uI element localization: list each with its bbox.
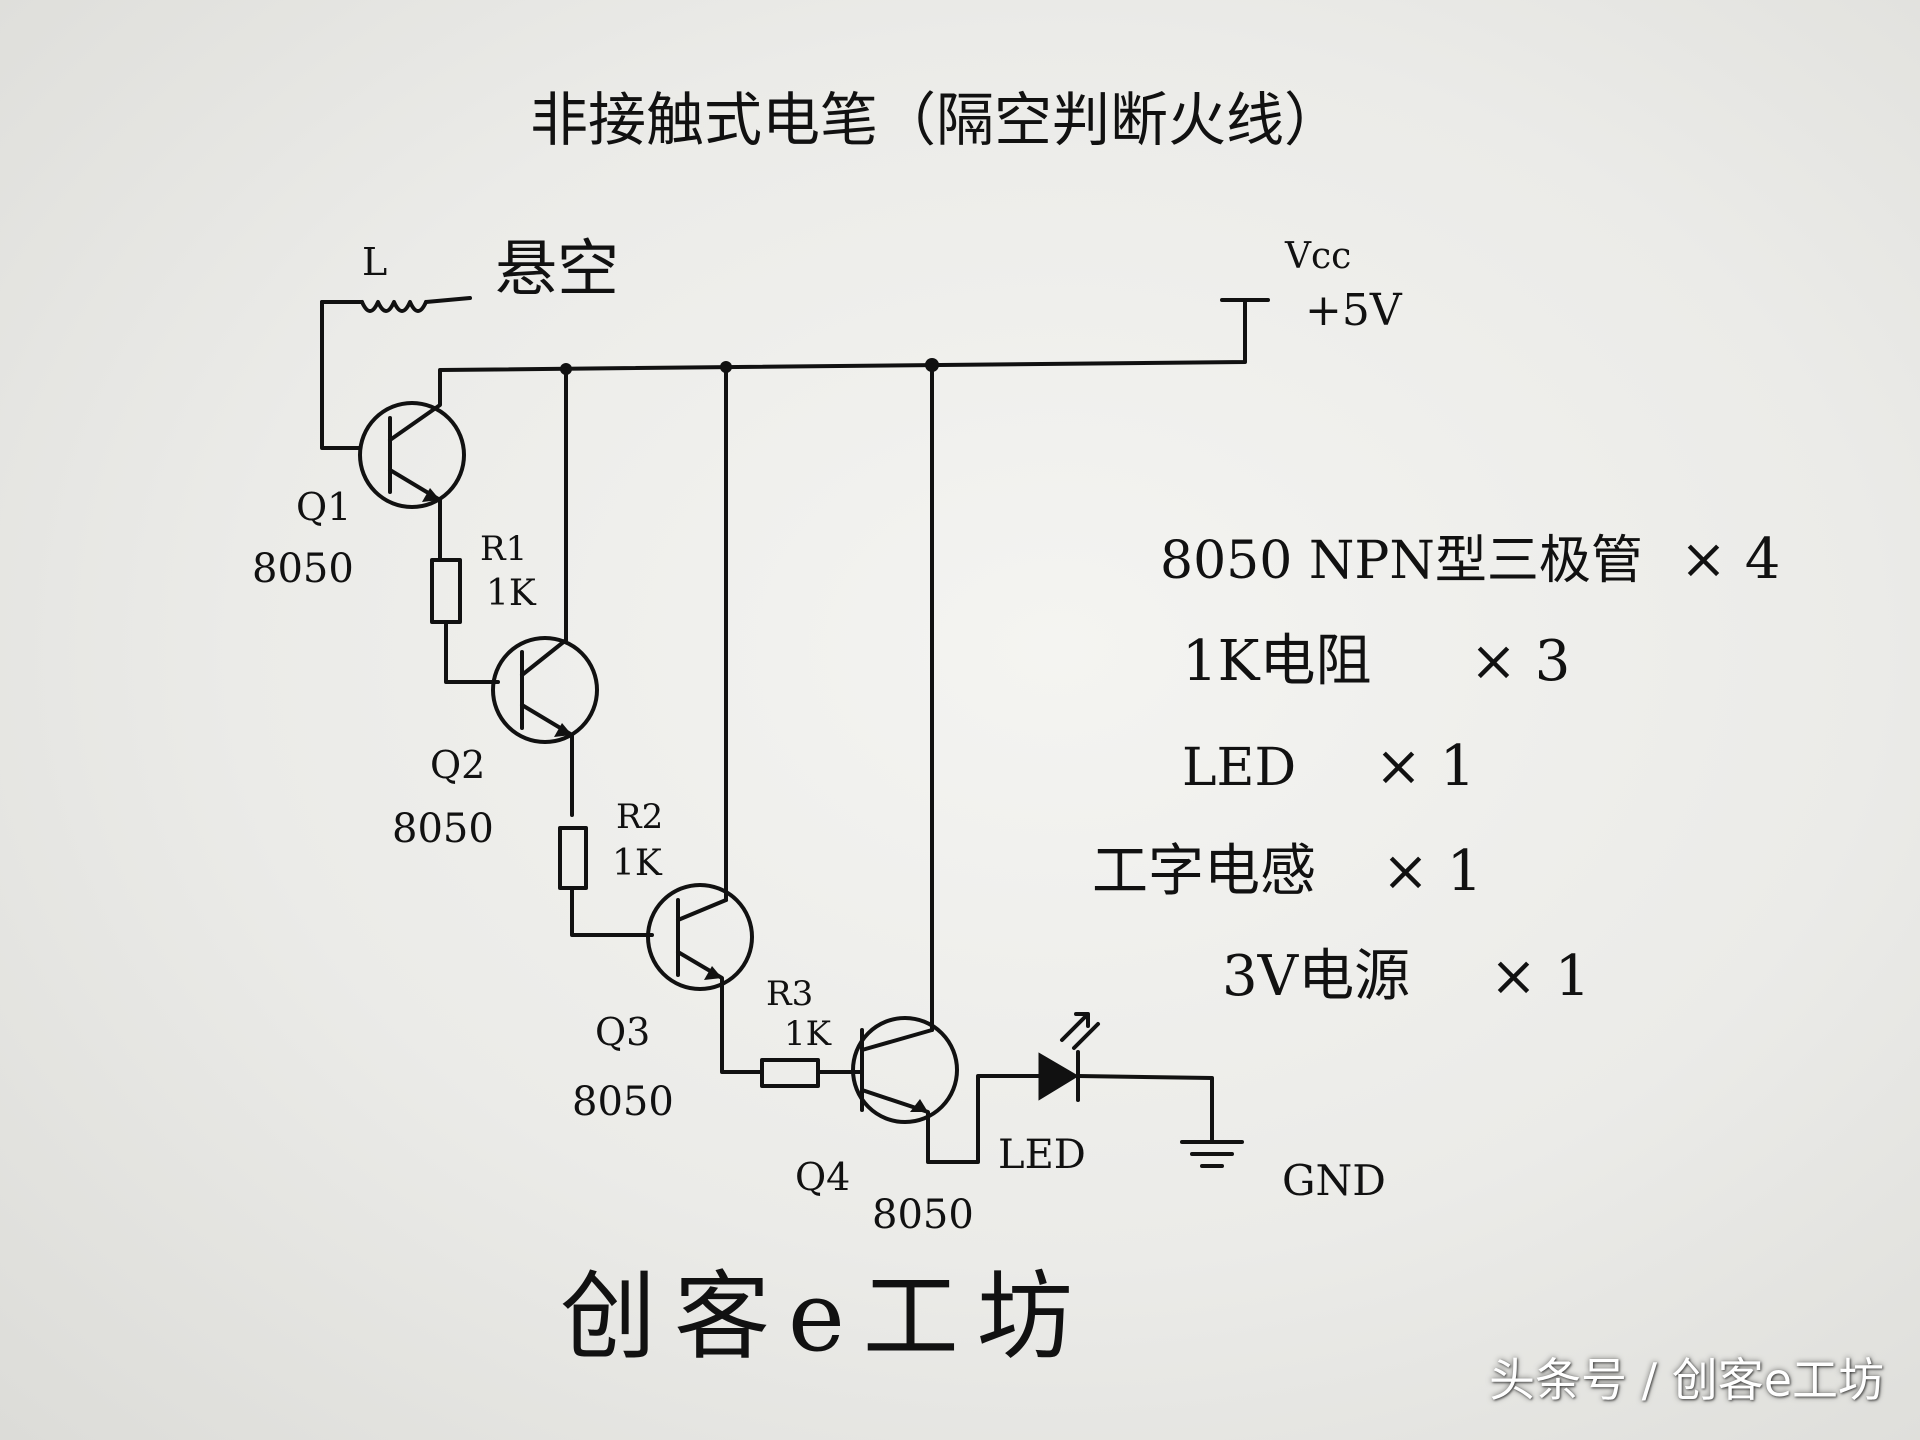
led-diode — [1038, 1012, 1214, 1144]
transistor-q4 — [851, 363, 1042, 1164]
q2-model-label: 8050 — [392, 806, 494, 852]
inductor-coil — [320, 296, 472, 450]
led-label: LED — [998, 1132, 1086, 1178]
r1-label: R1 — [480, 529, 527, 569]
resistor-r3 — [760, 1058, 864, 1088]
q4-label: Q4 — [795, 1155, 850, 1199]
parts-list-qty: × 4 — [1680, 527, 1780, 592]
parts-list-qty: × 3 — [1470, 629, 1570, 694]
q3-model-label: 8050 — [572, 1079, 674, 1125]
gnd-label: GND — [1282, 1156, 1386, 1205]
q3-label: Q3 — [595, 1010, 650, 1054]
vcc-voltage-label: +5V — [1305, 285, 1403, 336]
parts-list-qty: × 1 — [1382, 839, 1482, 904]
floating-label: 悬空 — [495, 232, 619, 305]
r2-label: R2 — [616, 797, 663, 837]
q1-model-label: 8050 — [252, 546, 354, 592]
resistor-r1 — [430, 518, 500, 684]
r3-value-label: 1K — [784, 1014, 832, 1054]
watermark: 头条号 / 创客e工坊 — [1488, 1353, 1884, 1407]
transistor-q2 — [491, 367, 599, 817]
parts-list-qty: × 1 — [1375, 734, 1475, 799]
q4-model-label: 8050 — [872, 1192, 974, 1238]
r1-value-label: 1K — [486, 573, 537, 614]
signature: 创客e工坊 — [560, 1261, 1091, 1373]
q2-label: Q2 — [430, 743, 485, 787]
r3-label: R3 — [766, 974, 813, 1014]
vcc-label: Vcc — [1284, 236, 1351, 277]
inductor-label: L — [362, 240, 387, 284]
transistor-q1 — [358, 370, 466, 522]
parts-list-qty: × 1 — [1490, 944, 1590, 1009]
parts-list-item: 1K电阻 — [1182, 629, 1371, 694]
ground-symbol — [1180, 1140, 1244, 1168]
vcc-rail — [438, 298, 1270, 382]
parts-list-item: 3V电源 — [1222, 944, 1410, 1009]
parts-list: 8050 NPN型三极管 × 4 1K电阻 × 3 LED × 1 工字电感 ×… — [1092, 527, 1780, 1009]
resistor-r2 — [558, 826, 654, 937]
r2-value-label: 1K — [612, 843, 663, 884]
parts-list-item: 工字电感 — [1092, 839, 1316, 904]
parts-list-item: 8050 NPN型三极管 — [1160, 531, 1643, 591]
transistor-q3 — [646, 365, 764, 1074]
parts-list-item: LED — [1182, 738, 1296, 798]
q1-label: Q1 — [296, 485, 351, 529]
diagram-title: 非接触式电笔（隔空判断火线） — [530, 86, 1342, 154]
